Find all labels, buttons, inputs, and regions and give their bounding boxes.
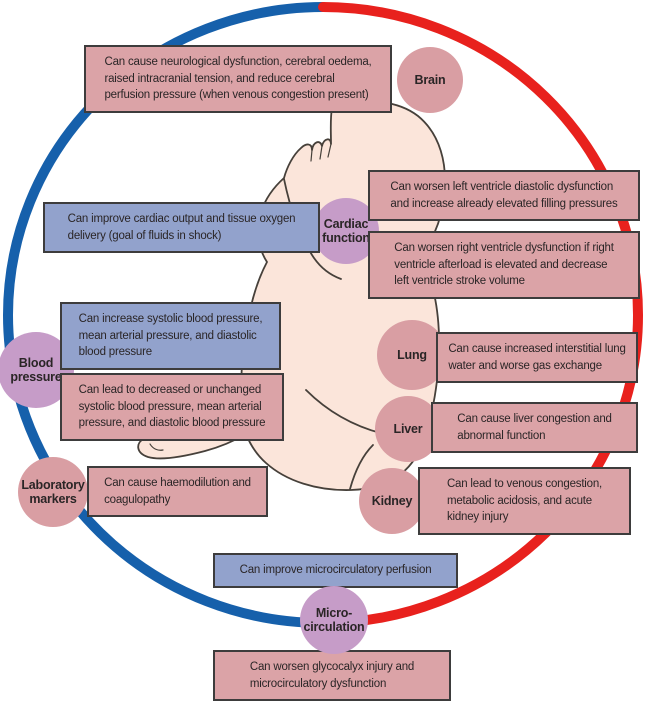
- laboratory-markers-circle-label: Laboratory markers: [21, 478, 85, 506]
- kidney-effect-text: Can lead to venous congestion, metabolic…: [446, 478, 603, 524]
- lung-circle: Lung: [377, 320, 447, 390]
- liver-effect-text: Can cause liver congestion and abnormal …: [457, 413, 612, 442]
- cardiac-left-ventricle-effect-box: Can worsen left ventricle diastolic dysf…: [368, 170, 640, 222]
- brain-effect-box: Can cause neurological dysfunction, cere…: [84, 45, 392, 114]
- blood-pressure-circle-label: Blood pressure: [10, 356, 62, 384]
- brain-circle-label: Brain: [414, 73, 446, 87]
- cardiac-positive-effect-box: Can improve cardiac output and tissue ox…: [43, 202, 320, 254]
- cardiac-right-ventricle-effect-text: Can worsen right ventricle dysfunction i…: [394, 242, 614, 288]
- microcirculation-positive-effect-text: Can improve microcirculatory perfusion: [239, 564, 432, 576]
- blood-pressure-negative-effect-box: Can lead to decreased or unchanged systo…: [60, 373, 284, 442]
- kidney-circle-label: Kidney: [371, 494, 413, 508]
- cardiac-function-circle-label: Cardiac function: [322, 217, 370, 245]
- liver-circle-label: Liver: [393, 422, 423, 436]
- microcirculation-circle-label: Micro- circulation: [303, 606, 365, 634]
- brain-effect-text: Can cause neurological dysfunction, cere…: [104, 56, 372, 102]
- liver-effect-box: Can cause liver congestion and abnormal …: [431, 402, 638, 454]
- cardiac-right-ventricle-effect-box: Can worsen right ventricle dysfunction i…: [368, 231, 640, 300]
- microcirculation-circle: Micro- circulation: [300, 586, 368, 654]
- laboratory-markers-circle: Laboratory markers: [18, 457, 88, 527]
- cardiac-left-ventricle-effect-text: Can worsen left ventricle diastolic dysf…: [390, 181, 618, 210]
- blood-pressure-negative-effect-text: Can lead to decreased or unchanged systo…: [78, 384, 266, 430]
- liver-circle: Liver: [375, 396, 441, 462]
- circle-arc-red: [318, 2, 643, 628]
- blood-pressure-positive-effect-box: Can increase systolic blood pressure, me…: [60, 302, 281, 371]
- laboratory-effect-box: Can cause haemodilution and coagulopathy: [87, 466, 268, 518]
- laboratory-effect-text: Can cause haemodilution and coagulopathy: [104, 477, 251, 506]
- blood-pressure-positive-effect-text: Can increase systolic blood pressure, me…: [78, 313, 263, 359]
- cardiac-positive-effect-text: Can improve cardiac output and tissue ox…: [67, 213, 296, 242]
- kidney-effect-box: Can lead to venous congestion, metabolic…: [418, 467, 631, 536]
- kidney-circle: Kidney: [359, 468, 425, 534]
- lung-effect-box: Can cause increased interstitial lung wa…: [436, 332, 638, 384]
- microcirculation-negative-effect-box: Can worsen glycocalyx injury and microci…: [213, 650, 451, 702]
- lung-circle-label: Lung: [397, 348, 427, 362]
- microcirculation-positive-effect-box: Can improve microcirculatory perfusion: [213, 553, 458, 588]
- circle-arc-blue: [3, 2, 328, 628]
- microcirculation-negative-effect-text: Can worsen glycocalyx injury and microci…: [249, 661, 415, 690]
- lung-effect-text: Can cause increased interstitial lung wa…: [448, 343, 626, 372]
- brain-circle: Brain: [397, 47, 463, 113]
